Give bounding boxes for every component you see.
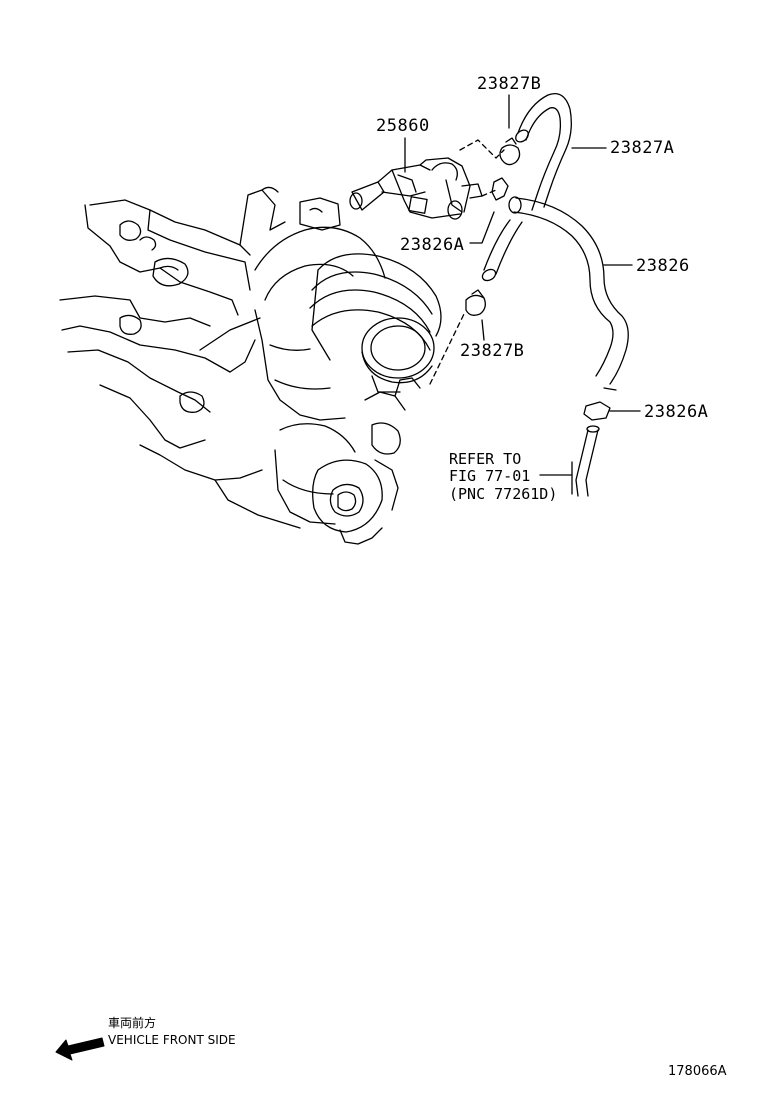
pipe-to-fig77-drawing (575, 425, 600, 497)
clamp-23827B-mid-drawing (465, 289, 486, 316)
clamp-23826A-left-drawing (491, 177, 509, 201)
part-label-23826A-right[interactable]: 23826A (644, 402, 709, 422)
part-label-23827B-top[interactable]: 23827B (477, 74, 542, 94)
refer-to-line: REFER TO (449, 450, 522, 468)
hose-23827A-drawing (515, 92, 572, 211)
front-direction-arrow (55, 1037, 105, 1061)
hose-23826-drawing (481, 196, 629, 391)
illustration-id: 178066A (668, 1064, 727, 1079)
clamp-23827B-top-drawing (499, 137, 521, 166)
intake-duct-drawing (309, 253, 442, 393)
part-label-23826A-left[interactable]: 23826A (400, 235, 465, 255)
part-label-23827B-mid[interactable]: 23827B (460, 341, 525, 361)
refer-fig-line[interactable]: FIG 77-01 (449, 467, 531, 485)
clamp-23826A-right-drawing (583, 401, 611, 421)
assembly-dashed-lines (429, 139, 505, 385)
part-label-25860[interactable]: 25860 (376, 116, 430, 136)
refer-pnc-line: (PNC 77261D) (449, 485, 558, 503)
vsv-valve-drawing (349, 157, 483, 220)
vehicle-front-jp-label: 車両前方 (108, 1016, 157, 1030)
vehicle-front-label: VEHICLE FRONT SIDE (108, 1033, 236, 1047)
part-label-23827A[interactable]: 23827A (610, 138, 675, 158)
part-label-23826[interactable]: 23826 (636, 256, 690, 276)
leader-lines (404, 94, 641, 495)
engine-block-drawing (59, 186, 421, 545)
